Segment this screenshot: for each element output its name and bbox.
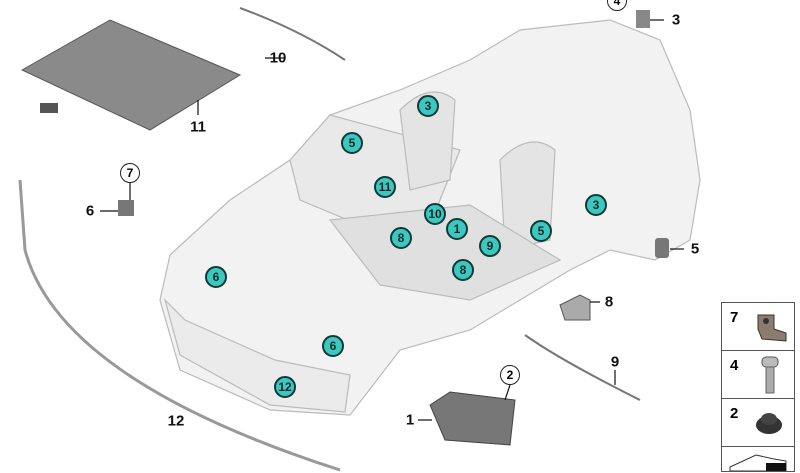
callout-marker[interactable]: 1: [446, 218, 468, 240]
part-ring-label[interactable]: 7: [120, 163, 140, 183]
callout-marker[interactable]: 3: [585, 194, 607, 216]
fastener-legend: 7 4 2: [721, 302, 795, 472]
legend-number: 4: [730, 357, 739, 374]
part-number-label[interactable]: 9: [610, 353, 620, 371]
legend-number: 2: [730, 405, 739, 422]
legend-item-4[interactable]: 4: [722, 351, 794, 399]
callout-marker[interactable]: 8: [452, 259, 474, 281]
callout-marker[interactable]: 12: [274, 376, 296, 398]
callout-marker[interactable]: 10: [424, 203, 446, 225]
part-6-sensor: [118, 200, 134, 216]
seat-left: [399, 91, 456, 191]
part-number-label[interactable]: 6: [85, 202, 95, 220]
part-5-sensor: [655, 238, 669, 258]
legend-item-7[interactable]: 7: [722, 303, 794, 351]
callout-marker[interactable]: 11: [374, 176, 396, 198]
callout-marker[interactable]: 6: [322, 335, 344, 357]
part-number-label[interactable]: 5: [690, 240, 700, 258]
front-bumper: [163, 297, 351, 413]
floor: [328, 204, 562, 301]
part-3-sensor: [636, 10, 650, 28]
part-number-label[interactable]: 3: [671, 11, 681, 29]
part-11-mat: [20, 19, 242, 131]
part-12-cable: [18, 179, 341, 472]
part-ring-label[interactable]: 2: [500, 365, 520, 385]
callout-marker[interactable]: 9: [479, 235, 501, 257]
part-9-cable: [524, 334, 641, 401]
callout-marker[interactable]: 3: [417, 95, 439, 117]
callout-marker[interactable]: 5: [530, 220, 552, 242]
leader-lines: [100, 19, 684, 421]
legend-item-2[interactable]: 2: [722, 399, 794, 447]
callout-marker[interactable]: 5: [341, 132, 363, 154]
part-11-connector: [40, 103, 58, 113]
hex-nut-icon: [756, 413, 782, 434]
part-number-label[interactable]: 8: [604, 293, 614, 311]
bracket-nut-icon: [757, 314, 787, 342]
callout-marker[interactable]: 6: [205, 266, 227, 288]
screw-icon: [761, 356, 779, 394]
legend-number: 7: [730, 309, 739, 326]
legend-item-more[interactable]: [722, 447, 794, 471]
part-1-control-unit: [429, 391, 516, 446]
arrow-icon: [729, 454, 787, 471]
part-number-label[interactable]: 12: [167, 412, 185, 430]
part-number-label[interactable]: 1: [405, 411, 415, 429]
part-number-label[interactable]: 11: [190, 118, 206, 136]
callout-marker[interactable]: 8: [390, 227, 412, 249]
part-8-bracket: [559, 294, 591, 321]
part-10-cable: [239, 7, 346, 61]
part-number-label[interactable]: 10: [269, 49, 287, 67]
